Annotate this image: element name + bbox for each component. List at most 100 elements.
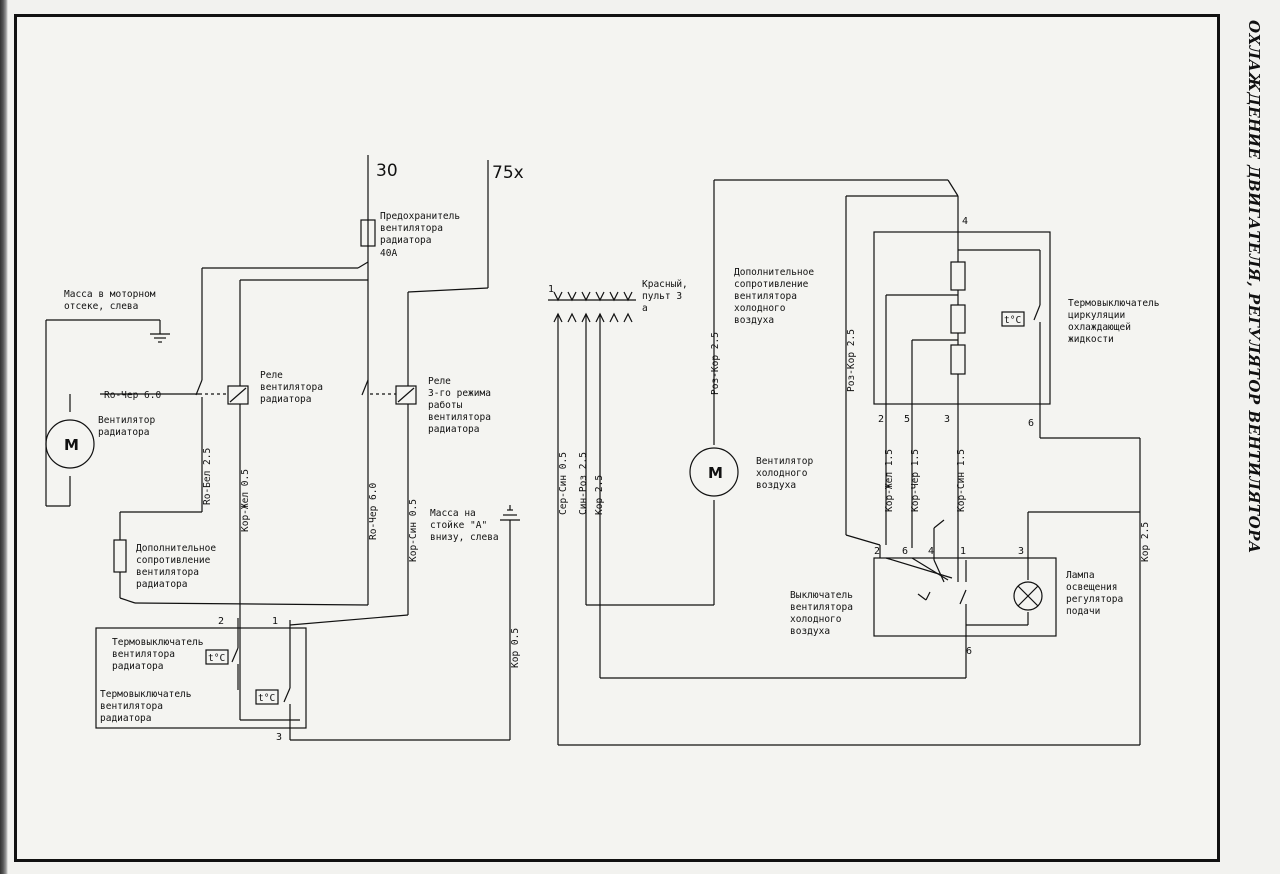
svg-text:Термовыключатель: Термовыключатель: [1068, 298, 1160, 309]
cold-air-fan-motor-icon: [689, 447, 739, 497]
svg-text:3: 3: [944, 414, 950, 425]
connector-label: Красный, пульт 3 а: [642, 279, 688, 314]
svg-text:воздуха: воздуха: [756, 480, 796, 491]
svg-text:Лампа: Лампа: [1066, 570, 1095, 581]
thermo-switch-2-icon: [255, 689, 279, 705]
wire-sin-roz-label: Син-Роз 2.5: [578, 452, 589, 515]
svg-text:4: 4: [928, 546, 934, 557]
svg-text:вентилятора: вентилятора: [428, 412, 491, 423]
pin-left-3: 3: [276, 732, 282, 743]
svg-text:Термовыключатель: Термовыключатель: [100, 689, 192, 700]
svg-text:6: 6: [902, 546, 908, 557]
svg-text:5: 5: [904, 414, 910, 425]
radiator-fan-motor-icon: [45, 419, 95, 469]
ground-pillar-label: Масса на стойке "A" внизу, слева: [430, 508, 499, 543]
fuse-symbol: [360, 219, 376, 247]
svg-text:Масса в моторном: Масса в моторном: [64, 289, 156, 300]
page-edge: [0, 0, 8, 874]
svg-text:радиатора: радиатора: [98, 427, 149, 438]
cold-switch-label: Выключатель вентилятора холодного воздух…: [790, 590, 853, 637]
svg-text:жидкости: жидкости: [1068, 334, 1114, 345]
svg-text:Красный,: Красный,: [642, 279, 688, 290]
svg-text:3-го режима: 3-го режима: [428, 388, 491, 399]
cold-resistor-label: Дополнительное сопротивление вентилятора…: [734, 267, 814, 326]
wire-kor-cher-r-label: Кор-Чер 1.5: [910, 449, 921, 512]
svg-text:Масса на: Масса на: [430, 508, 476, 519]
svg-text:холодного: холодного: [790, 614, 842, 625]
svg-text:воздуха: воздуха: [790, 626, 830, 637]
svg-text:Вентилятор: Вентилятор: [98, 415, 155, 426]
cold-resistor-2-icon: [950, 304, 966, 334]
svg-text:вентилятора: вентилятора: [734, 291, 797, 302]
svg-text:1: 1: [960, 546, 966, 557]
side-title-text: ОХЛАЖДЕНИЕ ДВИГАТЕЛЯ, РЕГУЛЯТОР ВЕНТИЛЯТ…: [1245, 20, 1263, 554]
line-75x-label: 75x: [492, 163, 524, 183]
wire-kor-zhel-label: Кор-Жел 0.5: [240, 469, 251, 532]
right-pin-numbers: 4 2 5 3 6 2 6 4 1 3 6: [874, 216, 1034, 657]
thermo-circulation-icon: [1001, 311, 1025, 327]
svg-text:6: 6: [966, 646, 972, 657]
thermo-switch-1-label: Термовыключатель вентилятора радиатора: [112, 637, 204, 672]
svg-text:подачи: подачи: [1066, 606, 1100, 617]
svg-text:вентилятора: вентилятора: [136, 567, 199, 578]
diagram-frame: [14, 14, 1220, 862]
connector-pin-1: 1: [548, 284, 554, 295]
wire-motor-label: Ro-Чер 6.0: [104, 390, 161, 401]
thermo-switch-1-icon: [205, 649, 229, 665]
svg-text:регулятора: регулятора: [1066, 594, 1123, 605]
cold-air-fan-label: Вентилятор холодного воздуха: [756, 456, 813, 491]
radiator-fan-label: Вентилятор радиатора: [98, 415, 155, 438]
wire-ser-sin-label: Сер-Син 0.5: [558, 452, 569, 515]
cold-resistor-1-icon: [950, 261, 966, 291]
svg-text:Термовыключатель: Термовыключатель: [112, 637, 204, 648]
svg-text:Предохранитель: Предохранитель: [380, 211, 460, 222]
wire-ro-bel-label: Ro-Бел 2.5: [202, 448, 213, 505]
svg-text:пульт 3: пульт 3: [642, 291, 682, 302]
tc-right: t°C: [1004, 315, 1021, 326]
pin-left-1: 1: [272, 616, 278, 627]
ground-engine-label: Масса в моторном отсеке, слева: [64, 289, 156, 312]
svg-text:Дополнительное: Дополнительное: [136, 543, 216, 554]
wire-kor-a-label: Кор 2.5: [594, 475, 605, 515]
relay-2-label: Реле 3-го режима работы вентилятора ради…: [428, 376, 491, 435]
svg-text:вентилятора: вентилятора: [790, 602, 853, 613]
svg-text:холодного: холодного: [734, 303, 786, 314]
svg-text:40A: 40A: [380, 248, 397, 259]
svg-text:Дополнительное: Дополнительное: [734, 267, 814, 278]
wire-kor-left-label: Кор 0.5: [510, 628, 521, 668]
svg-text:4: 4: [962, 216, 968, 227]
cold-resistor-3-icon: [950, 344, 966, 375]
relay-1-label: Реле вентилятора радиатора: [260, 370, 323, 405]
relay-1-coil-icon: [227, 385, 249, 405]
svg-text:радиатора: радиатора: [100, 713, 151, 724]
tc-left-2: t°C: [258, 693, 275, 704]
svg-text:воздуха: воздуха: [734, 315, 774, 326]
svg-text:а: а: [642, 303, 648, 314]
lamp-label: Лампа освещения регулятора подачи: [1066, 570, 1123, 617]
svg-text:освещения: освещения: [1066, 582, 1117, 593]
svg-text:холодного: холодного: [756, 468, 808, 479]
thermo-circulation-label: Термовыключатель циркуляции охлаждающей …: [1068, 298, 1160, 345]
svg-text:2: 2: [874, 546, 880, 557]
svg-text:сопротивление: сопротивление: [734, 279, 809, 290]
radiator-resistor-label: Дополнительное сопротивление вентилятора…: [136, 543, 216, 590]
svg-text:радиатора: радиатора: [112, 661, 163, 672]
svg-text:радиатора: радиатора: [260, 394, 311, 405]
radiator-resistor-icon: [113, 539, 127, 573]
wire-roz-kor-b-label: Роз-Кор 2.5: [846, 329, 857, 392]
wire-kor-b-label: Кор 2.5: [1140, 522, 1151, 562]
svg-text:вентилятора: вентилятора: [260, 382, 323, 393]
svg-text:радиатора: радиатора: [136, 579, 187, 590]
svg-text:работы: работы: [428, 400, 463, 411]
svg-text:Реле: Реле: [428, 376, 451, 387]
side-title: ОХЛАЖДЕНИЕ ДВИГАТЕЛЯ, РЕГУЛЯТОР ВЕНТИЛЯТ…: [1232, 20, 1276, 860]
tc-left-1: t°C: [208, 653, 225, 664]
svg-text:отсеке, слева: отсеке, слева: [64, 301, 138, 312]
fuse-label: Предохранитель вентилятора радиатора 40A: [380, 211, 460, 259]
left-wiring: [45, 261, 520, 741]
svg-text:2: 2: [878, 414, 884, 425]
cold-motor-symbol: M: [708, 464, 723, 482]
wire-ro-cher-label: Ro-Чер 6.0: [368, 483, 379, 540]
wire-kor-sin-r-label: Кор-Син 1.5: [956, 449, 967, 512]
